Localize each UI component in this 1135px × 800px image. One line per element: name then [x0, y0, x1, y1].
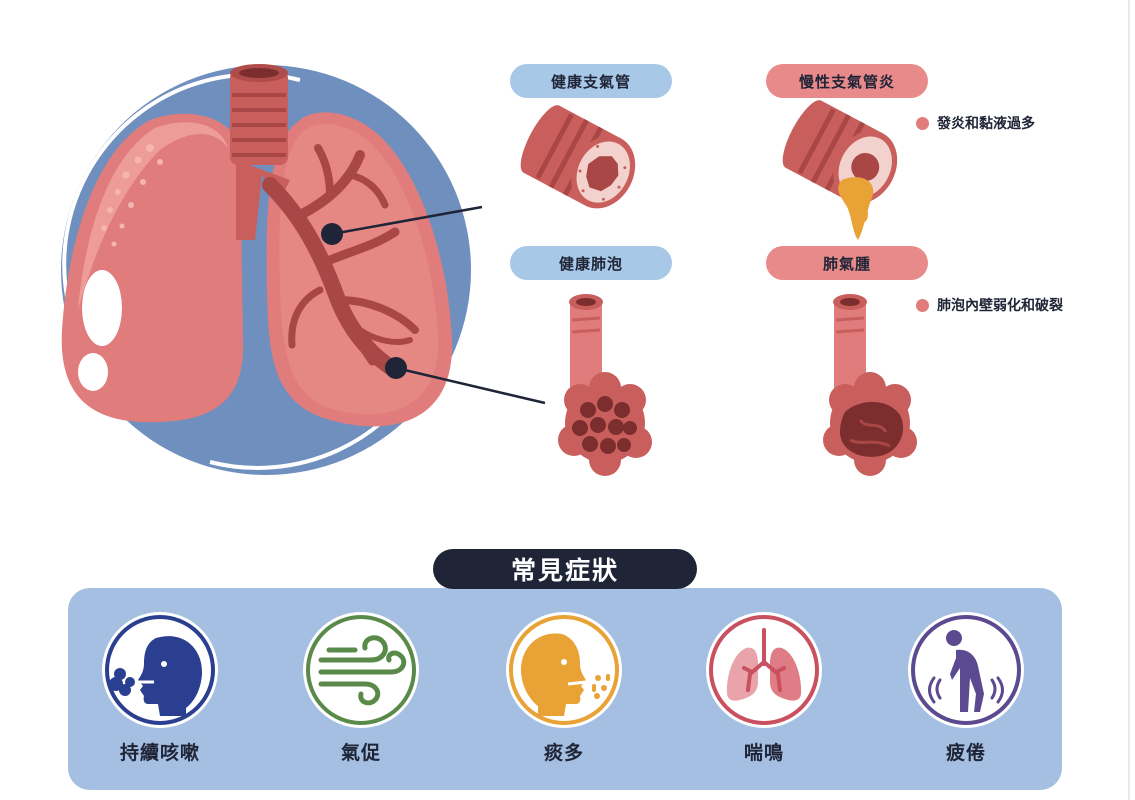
- phlegm-head-icon: [506, 612, 622, 728]
- symptom-label: 喘鳴: [743, 742, 784, 764]
- note-bronchitis: 發炎和黏液過多: [916, 113, 1035, 133]
- bullet-dot: [916, 116, 929, 130]
- bullet-dot: [916, 298, 929, 312]
- symptom-persistent-cough: 持續咳嗽: [90, 608, 230, 765]
- label-chronic-bronchitis: 慢性支氣管炎: [766, 64, 928, 98]
- lungs-icon: [706, 612, 822, 728]
- lungs-illustration: [61, 64, 546, 427]
- wind-icon: [303, 612, 419, 728]
- lung-highlight: [82, 270, 122, 346]
- symptom-excess-phlegm: 痰多: [494, 608, 634, 765]
- symptom-label: 疲倦: [945, 742, 986, 764]
- symptoms-title: 常見症狀: [433, 549, 697, 589]
- symptom-label: 痰多: [543, 742, 584, 764]
- symptom-label: 氣促: [340, 742, 381, 764]
- symptom-shortness-of-breath: 氣促: [291, 608, 431, 765]
- symptom-wheezing: 喘鳴: [694, 608, 834, 765]
- tired-person-icon: [908, 612, 1024, 728]
- note-emphysema: 肺泡內壁弱化和破裂: [916, 295, 1063, 315]
- note-bronchitis-text: 發炎和黏液過多: [937, 116, 1035, 132]
- pointer-lines: [321, 205, 546, 405]
- label-healthy-alveoli: 健康肺泡: [510, 246, 672, 280]
- emphysema-illustration: [823, 294, 917, 476]
- bronchitis-illustration: [782, 100, 898, 240]
- healthy-alveoli-illustration: [558, 294, 652, 476]
- label-emphysema: 肺氣腫: [766, 246, 928, 280]
- healthy-bronchus-illustration: [520, 105, 636, 209]
- note-emphysema-text: 肺泡內壁弱化和破裂: [937, 298, 1063, 314]
- page-right-rule: [1128, 0, 1130, 800]
- symptom-fatigue: 疲倦: [896, 608, 1036, 765]
- symptom-label: 持續咳嗽: [119, 742, 200, 764]
- label-healthy-bronchus: 健康支氣管: [510, 64, 672, 98]
- coughing-head-icon: [102, 612, 218, 728]
